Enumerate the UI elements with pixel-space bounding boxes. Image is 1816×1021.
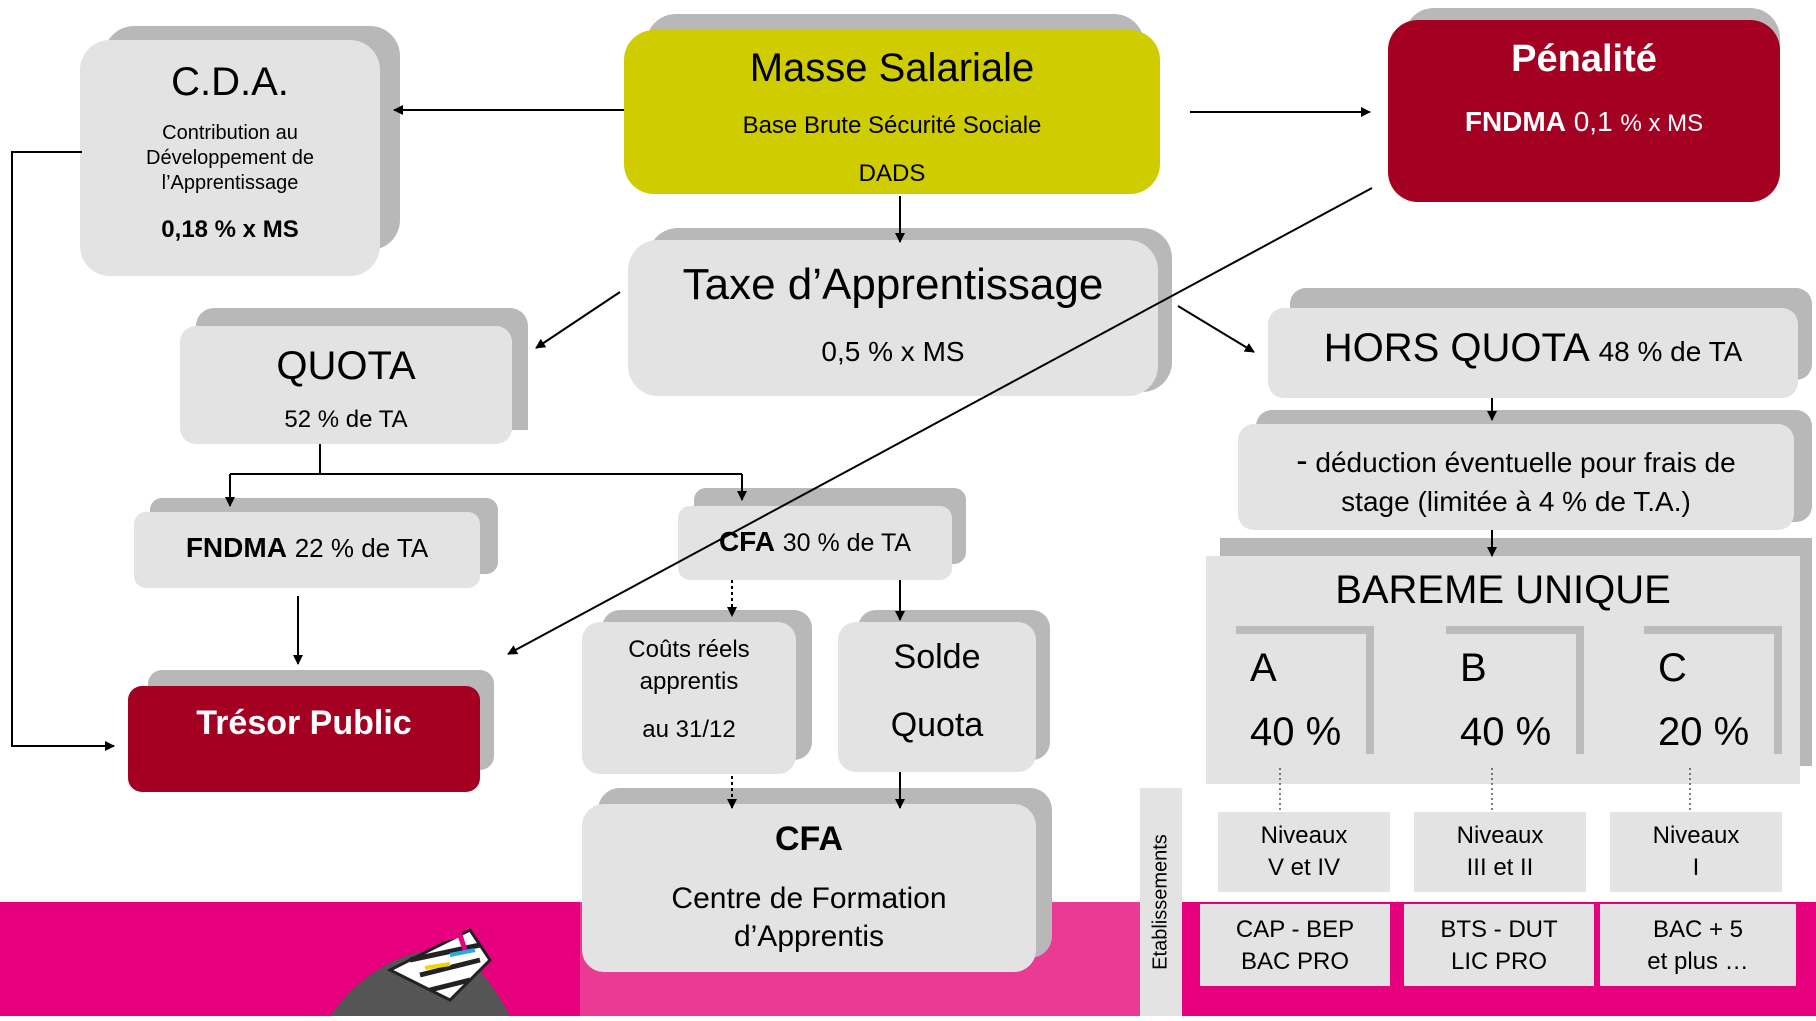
diplome-line1: BTS - DUT [1440, 916, 1558, 943]
hors-quota-rate: 48 % de TA [1598, 336, 1743, 367]
fndma-rate: 22 % de TA [294, 533, 429, 563]
bareme-letter-c: C [1658, 646, 1687, 690]
tresor-label: Trésor Public [196, 704, 412, 742]
taxe-title: Taxe d’Apprentissage [682, 260, 1104, 309]
masse-line2: DADS [858, 160, 926, 187]
line-cda-to-tresor [11, 151, 115, 751]
niveaux-cell: Niveaux III et II [1414, 812, 1586, 892]
penalite-rate-num: 0,1 [1573, 106, 1613, 137]
taxe-box: Taxe d’Apprentissage 0,5 % x MS [628, 240, 1158, 396]
couts-line2: apprentis [639, 668, 739, 695]
couts-line3: au 31/12 [642, 716, 736, 743]
niveaux-line1: Niveaux [1456, 822, 1544, 849]
fndma-line: FNDMA 22 % de TA [134, 532, 480, 564]
penalite-fndma: FNDMA [1464, 106, 1566, 137]
bareme-pct-c: 20 % [1658, 710, 1750, 754]
bareme-col-c: C 20 % [1644, 626, 1782, 754]
diplome-line1: CAP - BEP [1235, 916, 1355, 943]
hors-quota-title: HORS QUOTA [1323, 326, 1588, 370]
cda-line3: l’Apprentissage [161, 172, 299, 194]
bareme-col-b: B 40 % [1446, 626, 1584, 754]
quota-box: QUOTA 52 % de TA [180, 326, 512, 444]
tresor-box: Trésor Public [128, 686, 480, 792]
hors-quota-line: HORS QUOTA 48 % de TA [1268, 326, 1798, 371]
penalite-rate-line: FNDMA 0,1 % x MS [1388, 106, 1780, 138]
bareme-pct-a: 40 % [1250, 710, 1342, 754]
fndma-label: FNDMA [185, 532, 287, 563]
cfa-big-line1: Centre de Formation [671, 882, 947, 915]
cfa-small-label: CFA [718, 526, 775, 557]
masse-line1: Base Brute Sécurité Sociale [742, 112, 1042, 139]
deduction-line1-wrap: - déduction éventuelle pour frais de [1238, 442, 1794, 481]
cda-line2: Développement de [146, 147, 314, 169]
cfa-small-box: CFA 30 % de TA [678, 506, 952, 580]
arrow-taxe-to-hors-quota [1177, 305, 1255, 353]
deduction-box: - déduction éventuelle pour frais de sta… [1238, 424, 1794, 530]
diplome-line1: BAC + 5 [1652, 916, 1744, 943]
diplome-line2: LIC PRO [1450, 948, 1548, 975]
solde-line2: Quota [890, 706, 984, 744]
cfa-small-rate: 30 % de TA [782, 529, 912, 557]
diplome-line2: et plus … [1647, 948, 1749, 975]
fndma-box: FNDMA 22 % de TA [134, 512, 480, 588]
niveaux-line2: V et IV [1267, 854, 1341, 881]
bareme-letter-b: B [1460, 646, 1487, 690]
arrow-penalite-to-tresor [507, 187, 1373, 655]
masse-title: Masse Salariale [749, 46, 1035, 90]
couts-box: Coûts réels apprentis au 31/12 [582, 622, 796, 774]
cda-box: C.D.A. Contribution au Développement de … [80, 40, 380, 276]
penalite-rate-rest: % x MS [1620, 110, 1704, 137]
solde-line1: Solde [893, 638, 981, 676]
arrow-taxe-to-quota [535, 291, 621, 349]
bareme-box: BAREME UNIQUE [1206, 556, 1800, 784]
diplome-line2: BAC PRO [1240, 948, 1350, 975]
etablissements-box: Etablissements [1140, 788, 1182, 1016]
bareme-pct-b: 40 % [1460, 710, 1552, 754]
zebra-illustration [330, 900, 510, 1016]
couts-line1: Coûts réels [628, 636, 750, 663]
cda-rate: 0,18 % x MS [161, 216, 299, 243]
masse-salariale-box: Masse Salariale Base Brute Sécurité Soci… [624, 30, 1160, 194]
niveaux-cell: Niveaux I [1610, 812, 1782, 892]
hors-quota-box: HORS QUOTA 48 % de TA [1268, 308, 1798, 398]
deduction-line1: déduction éventuelle pour frais de [1315, 447, 1736, 478]
bareme-letter-a: A [1250, 646, 1277, 690]
deduction-line2: stage (limitée à 4 % de T.A.) [1341, 486, 1691, 517]
cda-line1: Contribution au [162, 122, 298, 144]
quota-rate: 52 % de TA [284, 406, 408, 433]
cfa-big-title: CFA [775, 820, 843, 858]
cfa-big-line2: d’Apprentis [733, 920, 885, 953]
niveaux-cell: Niveaux V et IV [1218, 812, 1390, 892]
niveaux-line2: I [1692, 854, 1700, 881]
diplome-cell: CAP - BEP BAC PRO [1200, 904, 1390, 986]
niveaux-line1: Niveaux [1260, 822, 1348, 849]
diplome-cell: BAC + 5 et plus … [1600, 904, 1796, 986]
diplome-cell: BTS - DUT LIC PRO [1404, 904, 1594, 986]
cfa-small-line: CFA 30 % de TA [678, 526, 952, 558]
niveaux-line2: III et II [1466, 854, 1534, 881]
niveaux-line1: Niveaux [1652, 822, 1740, 849]
taxe-rate: 0,5 % x MS [821, 336, 965, 367]
bareme-title: BAREME UNIQUE [1335, 568, 1671, 612]
penalite-title: Pénalité [1511, 38, 1657, 80]
penalite-box: Pénalité FNDMA 0,1 % x MS [1388, 20, 1780, 202]
cfa-big-box: CFA Centre de Formation d’Apprentis [582, 804, 1036, 972]
deduction-dash: - [1296, 442, 1308, 480]
cda-title: C.D.A. [171, 60, 289, 104]
quota-title: QUOTA [276, 344, 416, 388]
bareme-col-a: A 40 % [1236, 626, 1374, 754]
solde-box: Solde Quota [838, 622, 1036, 772]
